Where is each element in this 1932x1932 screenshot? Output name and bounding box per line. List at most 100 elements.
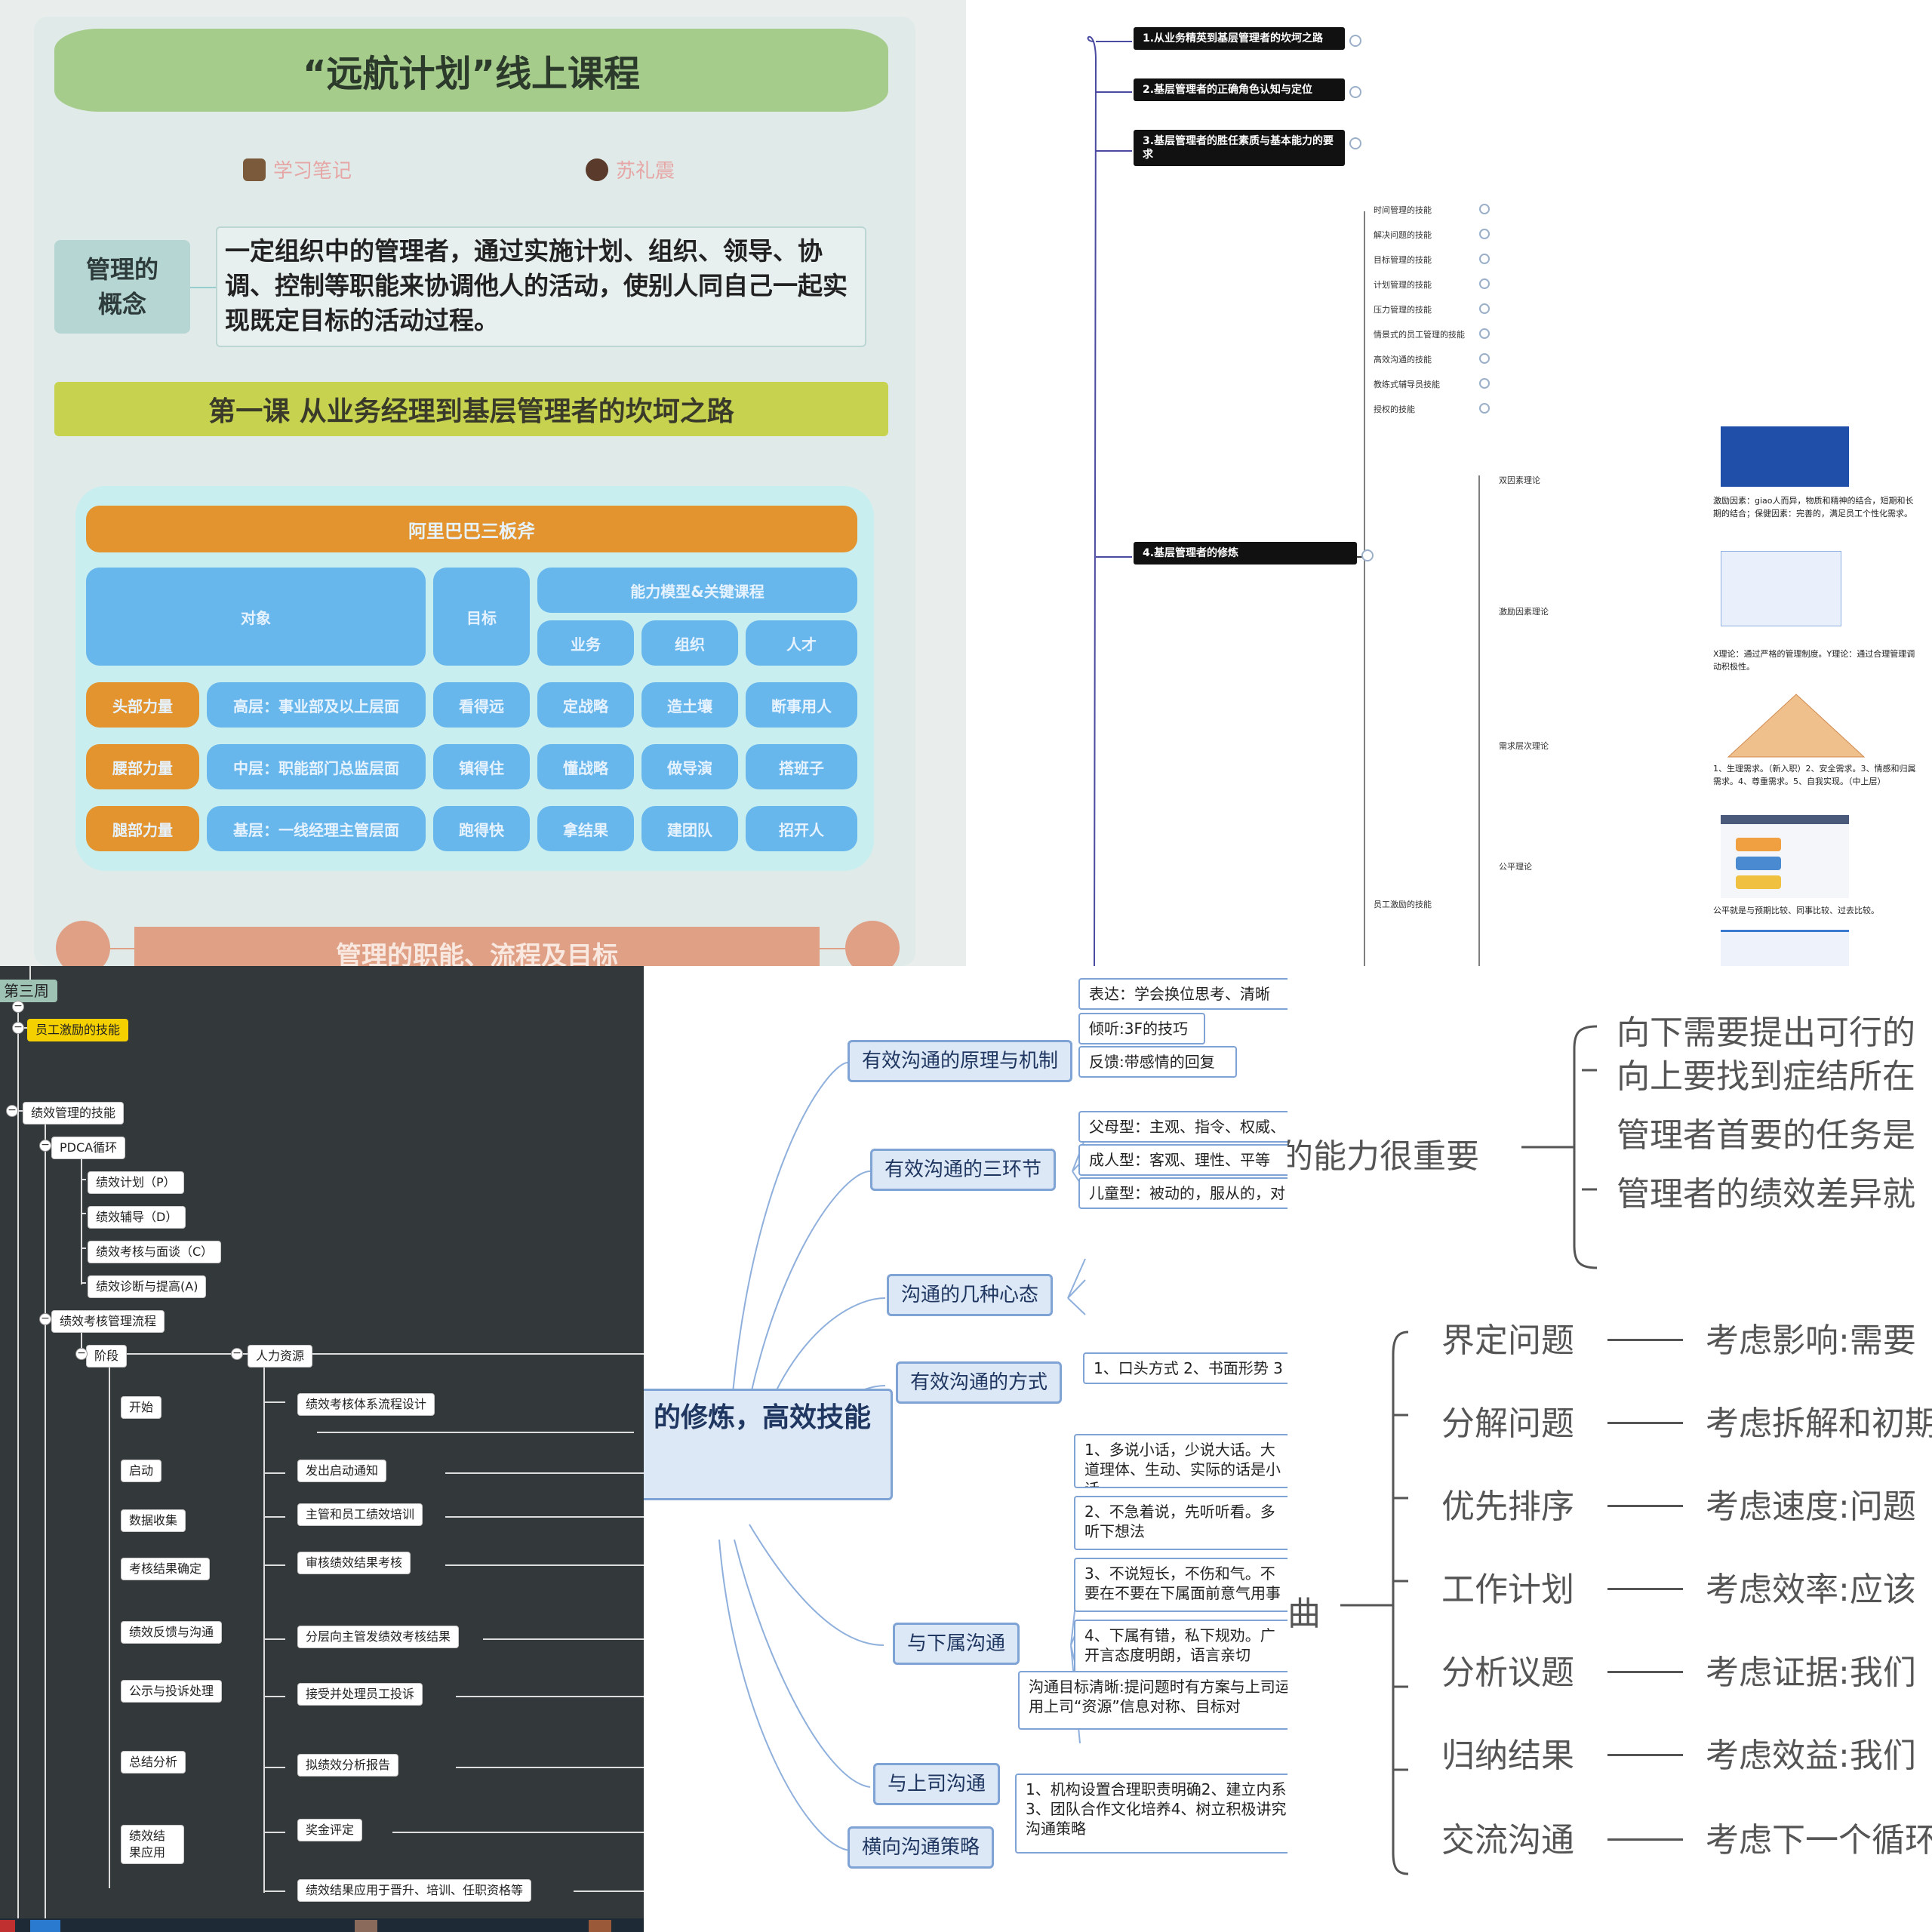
collapse-toggle[interactable]: − bbox=[39, 1313, 51, 1325]
collapse-toggle[interactable]: − bbox=[39, 1140, 51, 1152]
leaf-sub-3[interactable]: 3、不说短长，不伤和气。不要在不要在下属面前意气用事 bbox=[1074, 1558, 1287, 1612]
main-node[interactable]: 4.基层管理者的修炼 bbox=[1134, 542, 1357, 565]
stage-item[interactable]: 绩效反馈与沟通 bbox=[121, 1621, 223, 1644]
hr-item[interactable]: 奖金评定 bbox=[297, 1819, 363, 1841]
expand-icon[interactable] bbox=[1479, 278, 1490, 289]
expand-icon[interactable] bbox=[1479, 254, 1490, 264]
hr-item[interactable]: 绩效结果应用于晋升、培训、任职资格等 bbox=[297, 1879, 532, 1902]
expand-icon[interactable] bbox=[1479, 353, 1490, 364]
step-note: 考虑下一个循环 bbox=[1706, 1821, 1932, 1860]
leaf-three-listen[interactable]: 倾听:3F的技巧 bbox=[1078, 1013, 1205, 1044]
pdca-item[interactable]: 绩效诊断与提高(A) bbox=[88, 1275, 207, 1298]
step-note: 考虑证据:我们 bbox=[1706, 1654, 1916, 1692]
hr-item[interactable]: 接受并处理员工投诉 bbox=[297, 1683, 423, 1706]
highlight-node[interactable]: 员工激励的技能 bbox=[27, 1019, 129, 1041]
branch-mindsets[interactable]: 沟通的几种心态 bbox=[887, 1274, 1054, 1316]
deco-circle-left bbox=[56, 921, 110, 966]
pdca-item[interactable]: 绩效考核与面谈（C） bbox=[88, 1241, 222, 1263]
theory-node[interactable]: 需求层次理论 bbox=[1499, 741, 1549, 751]
pdca-node[interactable]: PDCA循环 bbox=[51, 1137, 126, 1159]
expand-icon[interactable] bbox=[1349, 137, 1361, 149]
main-node[interactable]: 3.基层管理者的胜任素质与基本能力的要求 bbox=[1134, 130, 1345, 166]
caption-two-factor: 激励因素：giao人而异，物质和精神的结合，短期和长期的结合；保健因素：完善的，… bbox=[1713, 496, 1914, 518]
leaf-ways[interactable]: 1、口头方式 2、书面形势 3 bbox=[1083, 1352, 1287, 1384]
skill-node[interactable]: 情景式的员工管理的技能 bbox=[1374, 330, 1465, 340]
leaf-sub-2[interactable]: 2、不急着说，先听听看。多听下想法 bbox=[1074, 1496, 1287, 1550]
leaf-mind-adult[interactable]: 成人型：客观、理性、平等 bbox=[1078, 1144, 1287, 1176]
main-node[interactable]: 1.从业务精英到基层管理者的坎坷之路 bbox=[1134, 27, 1345, 50]
hr-item[interactable]: 审核绩效结果考核 bbox=[297, 1552, 411, 1574]
expand-icon[interactable] bbox=[1479, 378, 1490, 389]
pdca-item[interactable]: 绩效计划（P） bbox=[88, 1171, 184, 1194]
hr-node[interactable]: 人力资源 bbox=[248, 1345, 313, 1367]
stage-item[interactable]: 考核结果确定 bbox=[121, 1558, 211, 1580]
collapse-toggle[interactable]: − bbox=[75, 1348, 88, 1360]
leaf-sub-1[interactable]: 1、多说小话，少说大话。大道理体、生动、实际的话是小话。 bbox=[1074, 1434, 1287, 1488]
perf-node[interactable]: 绩效管理的技能 bbox=[23, 1102, 125, 1124]
books-icon bbox=[243, 158, 266, 181]
expand-icon[interactable] bbox=[1479, 303, 1490, 314]
skill-node[interactable]: 高效沟通的技能 bbox=[1374, 355, 1432, 365]
hr-item[interactable]: 发出启动通知 bbox=[297, 1460, 387, 1482]
stage-node[interactable]: 阶段 bbox=[86, 1345, 128, 1367]
leaf-mind-child[interactable]: 儿童型：被动的，服从的，对 bbox=[1078, 1177, 1287, 1209]
stage-item[interactable]: 数据收集 bbox=[121, 1509, 186, 1532]
flow-node[interactable]: 绩效考核管理流程 bbox=[51, 1310, 165, 1333]
row-talent: 搭班子 bbox=[746, 744, 857, 789]
theory-node[interactable]: 双因素理论 bbox=[1499, 475, 1540, 485]
leaf-superior[interactable]: 沟通目标清晰:提问题时有方案与上司运用上司“资源”信息对称、目标对 bbox=[1018, 1671, 1287, 1730]
main-node[interactable]: 2.基层管理者的正确角色认知与定位 bbox=[1134, 78, 1345, 101]
lesson-title: 第一课 从业务经理到基层管理者的坎坷之路 bbox=[54, 382, 888, 436]
expand-icon[interactable] bbox=[1479, 403, 1490, 414]
expand-icon[interactable] bbox=[1349, 35, 1361, 47]
skill-node[interactable]: 教练式辅导员技能 bbox=[1374, 380, 1440, 389]
collapse-toggle[interactable]: − bbox=[231, 1348, 243, 1360]
leaf-three-feedback[interactable]: 反馈:带感情的回复 bbox=[1078, 1046, 1237, 1078]
skill-node[interactable]: 时间管理的技能 bbox=[1374, 205, 1432, 215]
collapse-toggle[interactable]: − bbox=[6, 1105, 18, 1117]
week-node[interactable]: 第三周 bbox=[0, 980, 57, 1002]
skill-node[interactable]: 授权的技能 bbox=[1374, 405, 1415, 414]
branch-lateral[interactable]: 横向沟通策略 bbox=[848, 1826, 995, 1869]
branch-three-steps[interactable]: 有效沟通的三环节 bbox=[870, 1149, 1057, 1191]
skill-node[interactable]: 压力管理的技能 bbox=[1374, 305, 1432, 315]
leaf-mind-parent[interactable]: 父母型：主观、指令、权威、 bbox=[1078, 1111, 1287, 1143]
hr-item[interactable]: 分层向主管发绩效考核结果 bbox=[297, 1626, 460, 1648]
collapse-toggle[interactable]: − bbox=[12, 1022, 24, 1034]
table-title: 阿里巴巴三板斧 bbox=[86, 506, 857, 552]
hr-item[interactable]: 绩效考核体系流程设计 bbox=[297, 1393, 435, 1416]
stage-item[interactable]: 公示与投诉处理 bbox=[121, 1680, 223, 1703]
branch-superior[interactable]: 与上司沟通 bbox=[873, 1763, 1001, 1805]
expand-icon[interactable] bbox=[1479, 204, 1490, 214]
header-talent: 人才 bbox=[746, 620, 857, 666]
leaf-sub-4[interactable]: 4、下属有错，私下规劝。广开言态度明朗，语言亲切 bbox=[1074, 1620, 1287, 1674]
stage-item[interactable]: 开始 bbox=[121, 1396, 162, 1419]
skill-node[interactable]: 解决问题的技能 bbox=[1374, 230, 1432, 240]
next-topic-image bbox=[1721, 930, 1849, 966]
stage-item[interactable]: 启动 bbox=[121, 1460, 162, 1482]
row-org: 做导演 bbox=[641, 744, 738, 789]
skill-node[interactable]: 目标管理的技能 bbox=[1374, 255, 1432, 265]
expand-icon[interactable] bbox=[1479, 328, 1490, 339]
hr-item[interactable]: 拟绩效分析报告 bbox=[297, 1754, 399, 1777]
skill-node[interactable]: 计划管理的技能 bbox=[1374, 280, 1432, 290]
branch-ways[interactable]: 有效沟通的方式 bbox=[896, 1361, 1063, 1404]
collapse-toggle[interactable]: − bbox=[12, 1001, 24, 1013]
theory-node[interactable]: 公平理论 bbox=[1499, 862, 1532, 872]
theory-node[interactable]: 激励因素理论 bbox=[1499, 607, 1549, 617]
expand-icon[interactable] bbox=[1479, 229, 1490, 239]
motivation-skill: 员工激励的技能 bbox=[1374, 900, 1432, 909]
expand-icon[interactable] bbox=[1349, 86, 1361, 98]
branch-principle[interactable]: 有效沟通的原理与机制 bbox=[848, 1040, 1073, 1082]
branch-subordinate[interactable]: 与下属沟通 bbox=[893, 1623, 1020, 1665]
leaf-three-express[interactable]: 表达：学会换位思考、清晰 bbox=[1078, 978, 1287, 1010]
pdca-item[interactable]: 绩效辅导（D） bbox=[88, 1206, 186, 1229]
leaf-lateral[interactable]: 1、机构设置合理职责明确2、建立内系3、团队合作文化培养4、树立积极讲究沟通策略 bbox=[1015, 1774, 1287, 1854]
course-title: “远航计划”线上课程 bbox=[54, 29, 888, 112]
expand-icon[interactable] bbox=[1361, 549, 1374, 561]
stage-item[interactable]: 绩效结果应用 bbox=[121, 1825, 184, 1864]
concept-definition: 一定组织中的管理者，通过实施计划、组织、领导、协调、控制等职能来协调他人的活动，… bbox=[216, 226, 866, 347]
hr-item[interactable]: 主管和员工绩效培训 bbox=[297, 1503, 423, 1526]
center-node[interactable]: 的修炼，高效技能 bbox=[644, 1389, 893, 1500]
stage-item[interactable]: 总结分析 bbox=[121, 1751, 186, 1774]
